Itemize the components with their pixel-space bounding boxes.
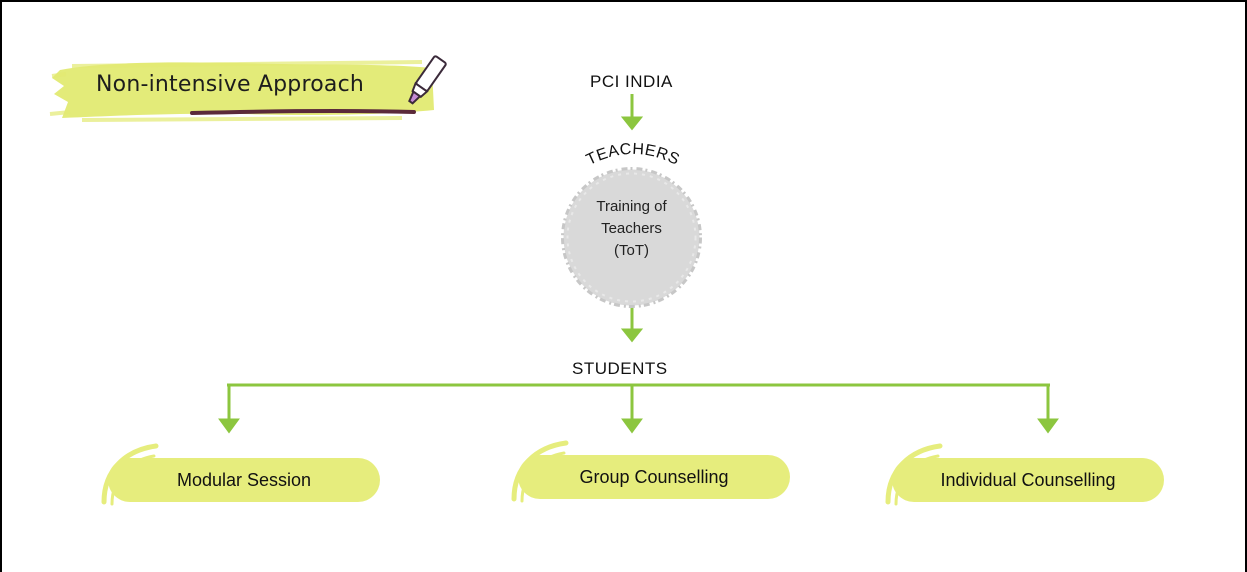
outcome-modular-session: Modular Session <box>108 458 380 502</box>
tot-line-3: (ToT) <box>614 242 649 259</box>
outcome-group-counselling: Group Counselling <box>518 455 790 499</box>
brush-stroke-background <box>49 60 434 122</box>
title-badge <box>42 40 472 140</box>
title-text: Non-intensive Approach <box>96 72 365 97</box>
node-students: STUDENTS <box>572 359 668 378</box>
tot-circle-text: Training of Teachers (ToT) <box>559 196 704 262</box>
node-pci-india: PCI INDIA <box>590 72 673 91</box>
tot-line-1: Training of <box>596 198 667 215</box>
outcome-label: Group Counselling <box>579 466 729 487</box>
outcome-label: Modular Session <box>176 469 312 490</box>
highlighter-pen-icon <box>408 55 447 105</box>
outcome-individual-counselling: Individual Counselling <box>892 458 1164 502</box>
tot-line-2: Teachers <box>601 220 662 237</box>
tot-circle <box>561 167 702 308</box>
teachers-arc-label: TEACHERS <box>584 141 682 169</box>
outcome-label: Individual Counselling <box>940 469 1116 490</box>
